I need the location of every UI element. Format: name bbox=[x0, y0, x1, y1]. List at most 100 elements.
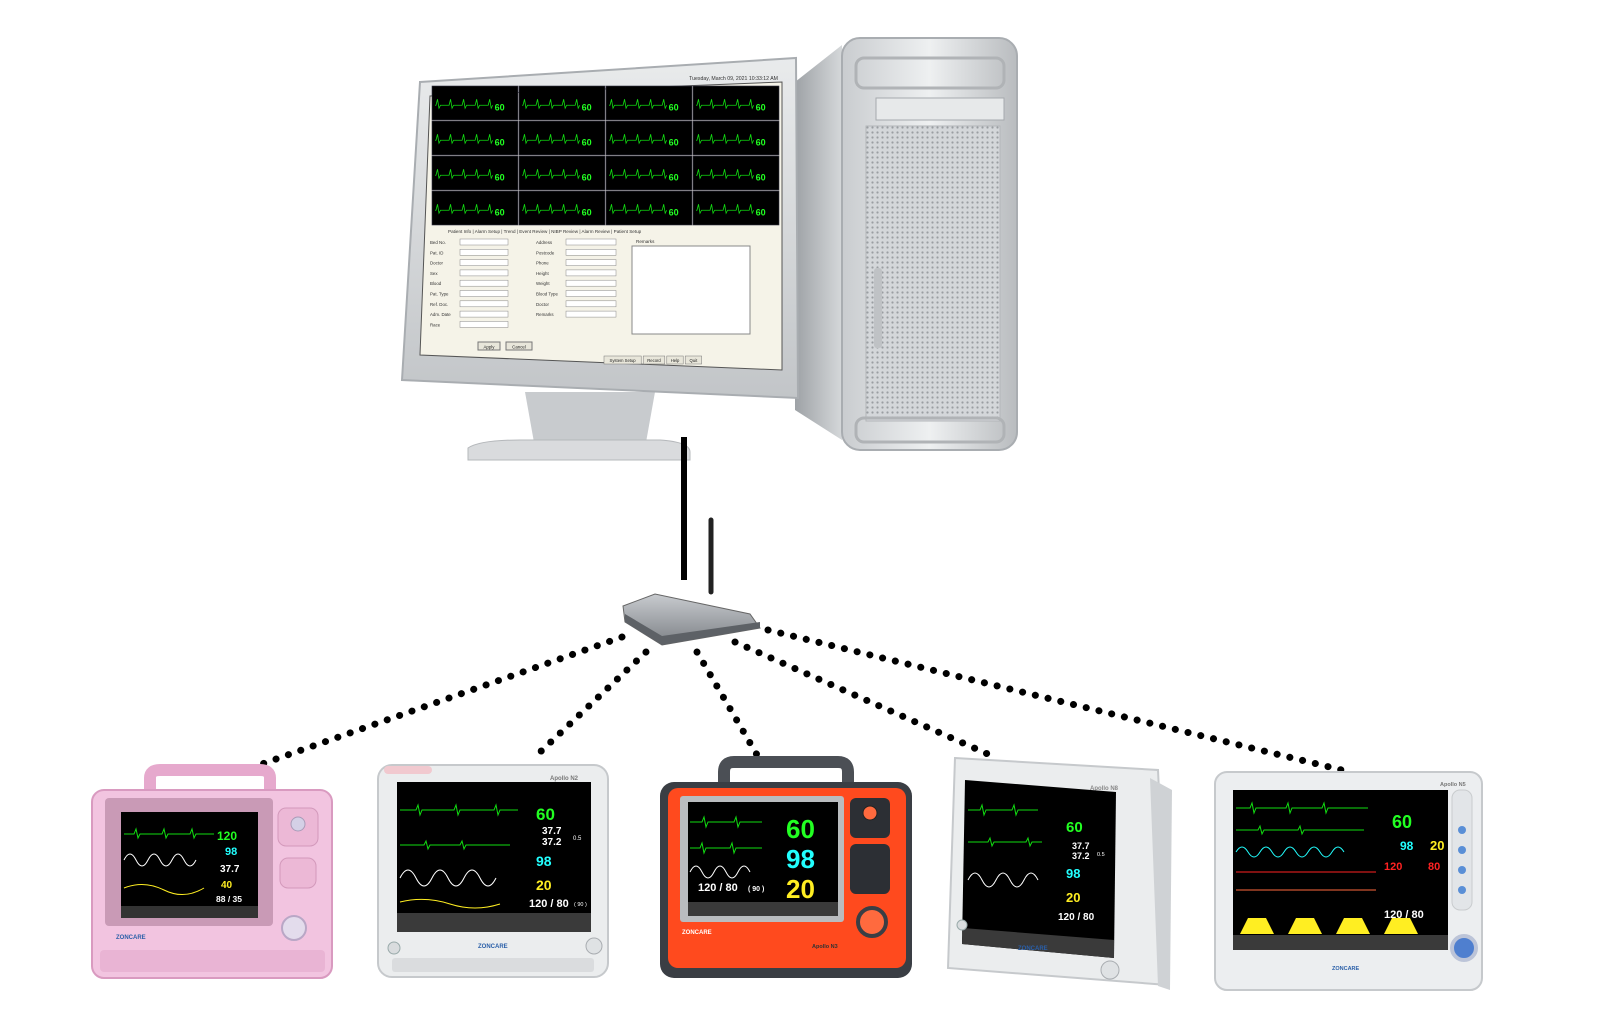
m2-hr: 60 bbox=[536, 805, 555, 824]
m4-power-button[interactable] bbox=[956, 919, 968, 931]
apply-button[interactable] bbox=[477, 341, 501, 351]
form-field[interactable] bbox=[565, 279, 617, 287]
m2-spo2: 98 bbox=[536, 853, 552, 869]
form-field[interactable] bbox=[565, 310, 617, 318]
tile-hr: 60 bbox=[495, 103, 505, 113]
tile-hr: 60 bbox=[495, 138, 505, 148]
form-field[interactable] bbox=[565, 269, 617, 277]
form-label: Doctor bbox=[536, 302, 549, 307]
m3-spo2: 98 bbox=[786, 844, 815, 874]
tile-hr: 60 bbox=[756, 103, 766, 113]
footer-button[interactable] bbox=[684, 355, 702, 365]
cancel-button[interactable] bbox=[505, 341, 533, 351]
bed-tile[interactable]: 60 bbox=[692, 85, 780, 121]
wireless-link-4 bbox=[731, 638, 994, 759]
m5-knob[interactable] bbox=[1450, 934, 1478, 962]
patient-monitor-2: Apollo N2 60 37.7 37.2 0.5 98 20 120 / 8… bbox=[377, 764, 609, 978]
m3-top-button[interactable] bbox=[862, 805, 878, 821]
m1-nibp: 88 / 35 bbox=[216, 894, 242, 904]
form-field[interactable] bbox=[459, 310, 509, 318]
bed-tile[interactable]: 60 bbox=[692, 155, 780, 191]
m5-side-button-1[interactable] bbox=[1458, 826, 1466, 834]
m3-resp: 20 bbox=[786, 874, 815, 904]
form-label: Blood Type bbox=[536, 292, 558, 297]
ecg-trace bbox=[696, 99, 755, 110]
footer-button-label: Record bbox=[647, 358, 661, 363]
tile-hr: 60 bbox=[582, 173, 592, 183]
m3-nibp-mean: ( 90 ) bbox=[748, 886, 764, 893]
form-field[interactable] bbox=[459, 269, 509, 277]
bed-tile[interactable]: 60 bbox=[431, 190, 519, 226]
form-field[interactable] bbox=[565, 290, 617, 297]
m5-spo2: 98 bbox=[1400, 839, 1414, 853]
m5-side-button-2[interactable] bbox=[1458, 846, 1466, 854]
form-field[interactable] bbox=[565, 238, 617, 246]
m3-knob[interactable] bbox=[856, 906, 888, 938]
cancel-button-label: Cancel bbox=[512, 345, 526, 350]
ecg-trace bbox=[609, 99, 668, 110]
ecg-trace bbox=[696, 169, 755, 180]
m2-nibp: 120 / 80 bbox=[529, 898, 569, 910]
m4-resp: 20 bbox=[1066, 890, 1080, 905]
bed-tile[interactable]: 60 bbox=[605, 155, 693, 191]
bed-tile[interactable]: 60 bbox=[518, 155, 606, 191]
bed-tile[interactable]: 60 bbox=[431, 85, 519, 121]
m4-spo2: 98 bbox=[1066, 866, 1080, 881]
m2-resp: 20 bbox=[536, 877, 552, 893]
form-field[interactable] bbox=[459, 290, 509, 297]
footer-button[interactable] bbox=[603, 355, 642, 365]
form-label: Phone bbox=[536, 261, 549, 266]
m5-side-button-4[interactable] bbox=[1458, 886, 1466, 894]
m1-knob[interactable] bbox=[281, 915, 307, 941]
form-label: Postcode bbox=[536, 250, 555, 255]
bed-tile[interactable]: 60 bbox=[692, 120, 780, 156]
m1-hr: 120 bbox=[217, 829, 237, 843]
tile-hr: 60 bbox=[582, 208, 592, 218]
workstation-tabs[interactable]: Patient Info | Alarm Setup | Trend | Eve… bbox=[448, 229, 642, 234]
notes-textarea[interactable] bbox=[631, 245, 751, 335]
bed-tile[interactable]: 60 bbox=[605, 190, 693, 226]
form-field[interactable] bbox=[459, 300, 509, 308]
bed-tile[interactable]: 60 bbox=[605, 120, 693, 156]
m2-knob[interactable] bbox=[585, 937, 603, 955]
m3-model: Apollo N3 bbox=[812, 944, 838, 950]
ecg-trace bbox=[522, 169, 581, 180]
patient-monitor-4: Apollo N8 60 37.7 37.2 0.5 98 20 120 / 8… bbox=[946, 756, 1172, 990]
m5-side-button-3[interactable] bbox=[1458, 866, 1466, 874]
m2-power-button[interactable] bbox=[387, 941, 401, 955]
bed-tile[interactable]: 60 bbox=[431, 120, 519, 156]
form-field[interactable] bbox=[565, 249, 617, 256]
form-field[interactable] bbox=[459, 249, 509, 256]
tile-hr: 60 bbox=[756, 208, 766, 218]
patient-monitor-5: Apollo N5 60 98 20 120 80 120 / 80 ZONCA… bbox=[1214, 771, 1483, 991]
form-field[interactable] bbox=[459, 321, 509, 328]
bed-tile[interactable]: 60 bbox=[518, 120, 606, 156]
wireless-link-2 bbox=[533, 648, 650, 759]
m4-temp2: 37.2 bbox=[1072, 851, 1090, 861]
m4-knob[interactable] bbox=[1100, 960, 1120, 980]
workstation-datetime: Tuesday, March 09, 2021 10:33:12 AM bbox=[689, 76, 778, 82]
m4-temp-diff: 0.5 bbox=[1097, 852, 1105, 858]
bed-tile[interactable]: 60 bbox=[518, 190, 606, 226]
form-field[interactable] bbox=[565, 259, 617, 266]
footer-button[interactable] bbox=[666, 355, 684, 365]
bed-tile[interactable]: 60 bbox=[605, 85, 693, 121]
m3-hr: 60 bbox=[786, 814, 815, 844]
bed-tile[interactable]: 60 bbox=[431, 155, 519, 191]
footer-button[interactable] bbox=[642, 355, 666, 365]
wireless-link-5 bbox=[764, 626, 1354, 776]
form-field[interactable] bbox=[565, 300, 617, 308]
tile-hr: 60 bbox=[756, 173, 766, 183]
ecg-trace bbox=[609, 204, 668, 215]
form-field[interactable] bbox=[459, 279, 509, 287]
m5-model: Apollo N5 bbox=[1440, 782, 1466, 788]
bed-tile[interactable]: 60 bbox=[692, 190, 780, 226]
bed-tile[interactable]: 60 bbox=[518, 85, 606, 121]
form-label: Remarks bbox=[536, 312, 554, 317]
m4-hr: 60 bbox=[1066, 819, 1083, 836]
m4-model: Apollo N8 bbox=[1090, 786, 1119, 792]
form-field[interactable] bbox=[459, 259, 509, 266]
form-field[interactable] bbox=[459, 238, 509, 246]
